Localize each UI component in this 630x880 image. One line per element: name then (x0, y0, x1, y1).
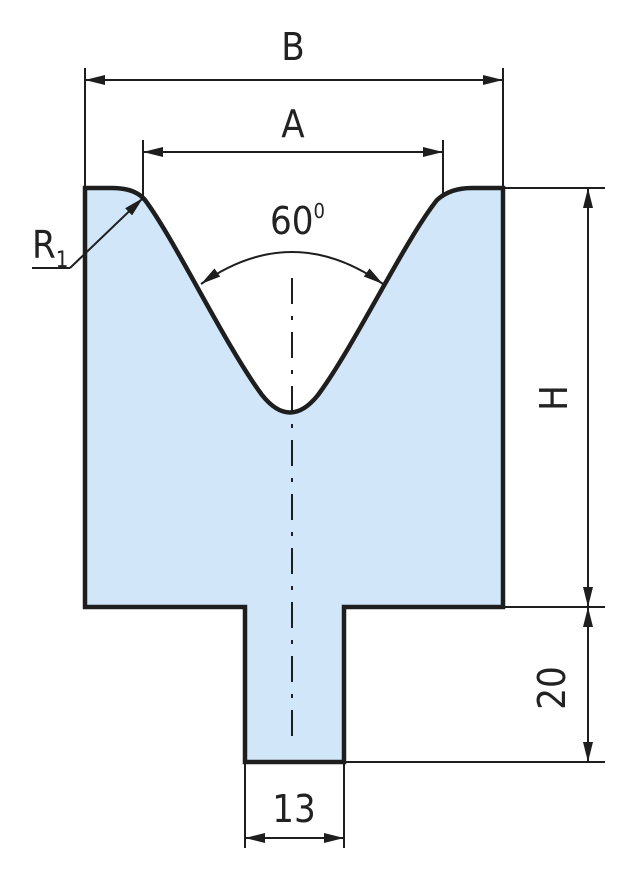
extension-lines (32, 68, 605, 848)
label-20: 20 (530, 666, 574, 710)
radius-leader (69, 197, 144, 269)
label-h: H (532, 385, 576, 411)
radius-subscript: 1 (56, 248, 69, 273)
die-body (82, 185, 506, 765)
label-13: 13 (272, 787, 316, 831)
label-radius: R1 (32, 223, 68, 273)
angle-arc (200, 251, 384, 285)
radius-letter: R (32, 223, 56, 267)
label-b: B (281, 25, 304, 69)
angle-unit: 0 (314, 199, 325, 223)
angle-value: 60 (270, 199, 314, 243)
label-angle: 600 (270, 199, 325, 243)
label-a: A (281, 102, 305, 146)
